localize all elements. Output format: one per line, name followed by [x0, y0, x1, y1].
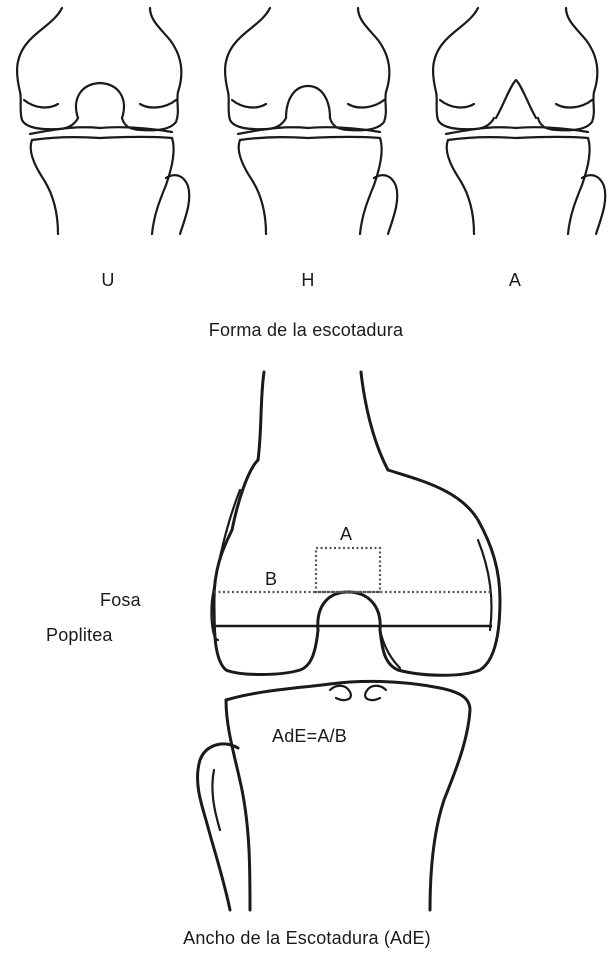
- knee-shape-a: [433, 8, 605, 234]
- knee-shape-h: [225, 8, 397, 234]
- notch-h: [286, 86, 330, 118]
- notch-a: [496, 80, 536, 118]
- knee-width-diagram: [198, 372, 500, 910]
- shape-label-a: A: [509, 270, 521, 291]
- label-fosa: Fosa: [100, 590, 141, 611]
- bottom-caption: Ancho de la Escotadura (AdE): [183, 928, 431, 949]
- label-poplitea: Poplitea: [46, 625, 113, 646]
- top-caption: Forma de la escotadura: [209, 320, 404, 341]
- shape-label-h: H: [301, 270, 314, 291]
- notch-width-box-a: [316, 548, 380, 592]
- notch-u: [76, 83, 124, 118]
- shape-label-u: U: [101, 270, 114, 291]
- formula-label: AdE=A/B: [272, 726, 347, 747]
- knee-shape-u: [17, 8, 189, 234]
- label-a: A: [340, 524, 352, 545]
- label-b: B: [265, 569, 277, 590]
